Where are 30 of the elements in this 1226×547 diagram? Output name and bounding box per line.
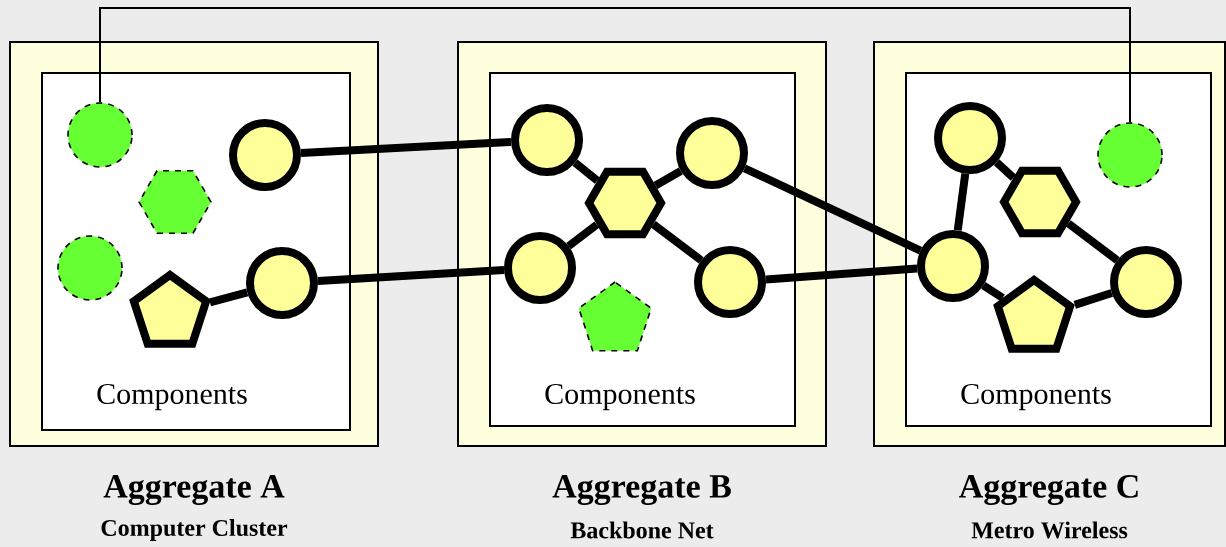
connector-line — [99, 7, 1131, 124]
circle-optional-component — [1097, 122, 1163, 188]
connector-line — [1073, 289, 1113, 309]
connector-line — [653, 167, 683, 189]
circle-component — [676, 117, 748, 189]
circle-component — [229, 119, 301, 191]
aggregate-subtitle: Computer Cluster — [101, 519, 288, 541]
aggregate-title: Aggregate B — [552, 475, 731, 505]
connector-line — [566, 221, 600, 250]
hexagon-optional-component — [138, 170, 212, 234]
aggregate-title: Aggregate C — [959, 475, 1138, 505]
connector-line — [981, 282, 1005, 302]
connector-line — [650, 221, 704, 264]
connector-line — [209, 288, 249, 307]
aggregate-title: Aggregate A — [103, 475, 285, 505]
circle-component — [511, 104, 583, 176]
circle-component — [504, 232, 576, 304]
aggregate-subtitle: Backbone Net — [570, 521, 714, 539]
circle-optional-component — [67, 102, 133, 168]
circle-component — [246, 247, 318, 319]
circle-component — [934, 102, 1006, 174]
aggregate-subtitle: Metro Wireless — [971, 521, 1128, 539]
circle-component — [1110, 246, 1182, 318]
circle-component — [917, 230, 989, 302]
connector-line — [742, 164, 923, 255]
circle-optional-component — [57, 235, 123, 301]
connector-line — [1065, 220, 1120, 264]
connector-line — [572, 159, 600, 184]
connector-line — [993, 159, 1017, 181]
circle-component — [694, 246, 766, 318]
